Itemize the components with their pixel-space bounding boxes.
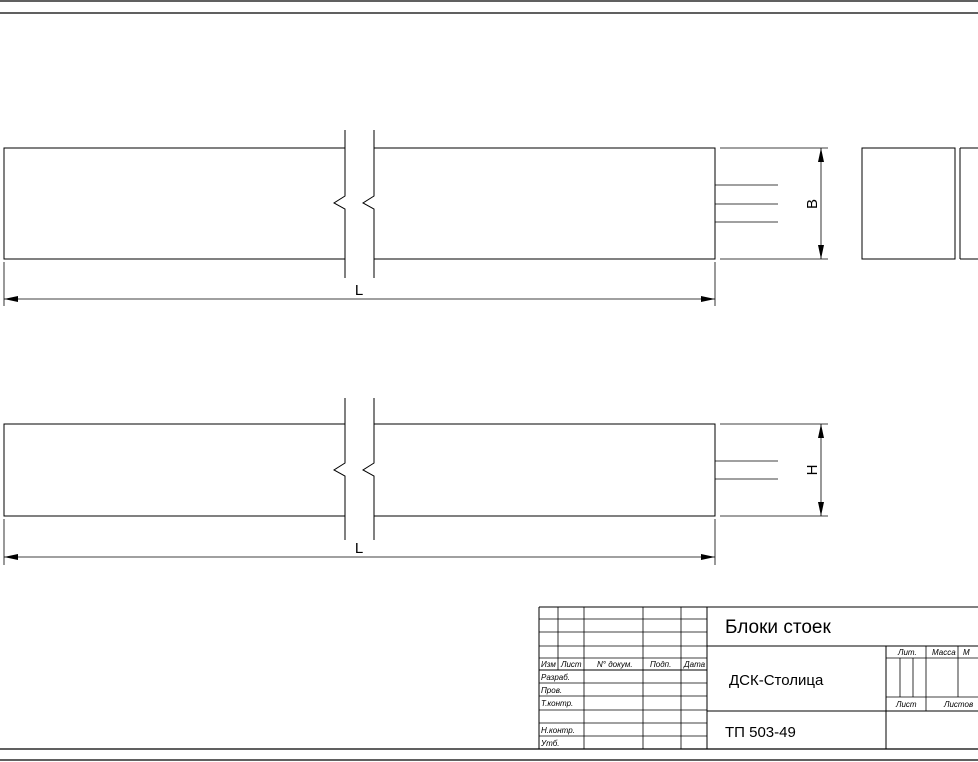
dim-h-arrow-top bbox=[818, 424, 824, 438]
drawing-title: Блоки стоек bbox=[725, 617, 831, 638]
bottom-break-symbol bbox=[333, 398, 375, 540]
col-date-label: Дата bbox=[683, 660, 706, 669]
col-sheet-label: Лист bbox=[560, 660, 582, 669]
dim-h-label: H bbox=[804, 465, 821, 476]
role-developed-label: Разраб. bbox=[541, 673, 570, 682]
dim-l-bottom-arrow-right bbox=[701, 554, 715, 560]
dim-l-bottom-label: L bbox=[355, 540, 363, 557]
stage-sheet-label: Лист bbox=[895, 700, 917, 709]
document-code: ТП 503-49 bbox=[725, 724, 796, 741]
stage-letter-label: Лит. bbox=[897, 648, 917, 657]
bottom-view: H L bbox=[3, 398, 828, 565]
dim-b-arrow-bottom bbox=[818, 245, 824, 259]
role-approved-label: Утб. bbox=[540, 739, 560, 748]
stage-mass-label: Масса bbox=[932, 648, 956, 657]
dim-l-top-arrow-left bbox=[4, 296, 18, 302]
col-docnum-label: N° докум. bbox=[597, 660, 633, 669]
dim-h-arrow-bottom bbox=[818, 502, 824, 516]
stage-scale-label: М bbox=[963, 648, 970, 657]
cross-section-outline bbox=[861, 147, 956, 260]
role-techcontrol-label: Т.контр. bbox=[541, 699, 573, 708]
stage-sheets-label: Листов bbox=[943, 700, 973, 709]
role-checked-label: Пров. bbox=[541, 686, 562, 695]
top-view: B L bbox=[3, 130, 978, 306]
top-break-symbol bbox=[333, 130, 375, 278]
title-block: Изм Лист N° докум. Подп. Дата Разраб. Пр… bbox=[538, 606, 978, 749]
organization-name: ДСК-Столица bbox=[729, 672, 824, 689]
col-signature-label: Подп. bbox=[650, 660, 671, 669]
col-change-label: Изм bbox=[541, 660, 556, 669]
dim-l-bottom-arrow-left bbox=[4, 554, 18, 560]
role-normcontrol-label: Н.контр. bbox=[541, 726, 575, 735]
dim-b-label: B bbox=[804, 199, 821, 209]
dim-l-top-label: L bbox=[355, 282, 363, 299]
dim-b-arrow-top bbox=[818, 148, 824, 162]
dim-l-top-arrow-right bbox=[701, 296, 715, 302]
